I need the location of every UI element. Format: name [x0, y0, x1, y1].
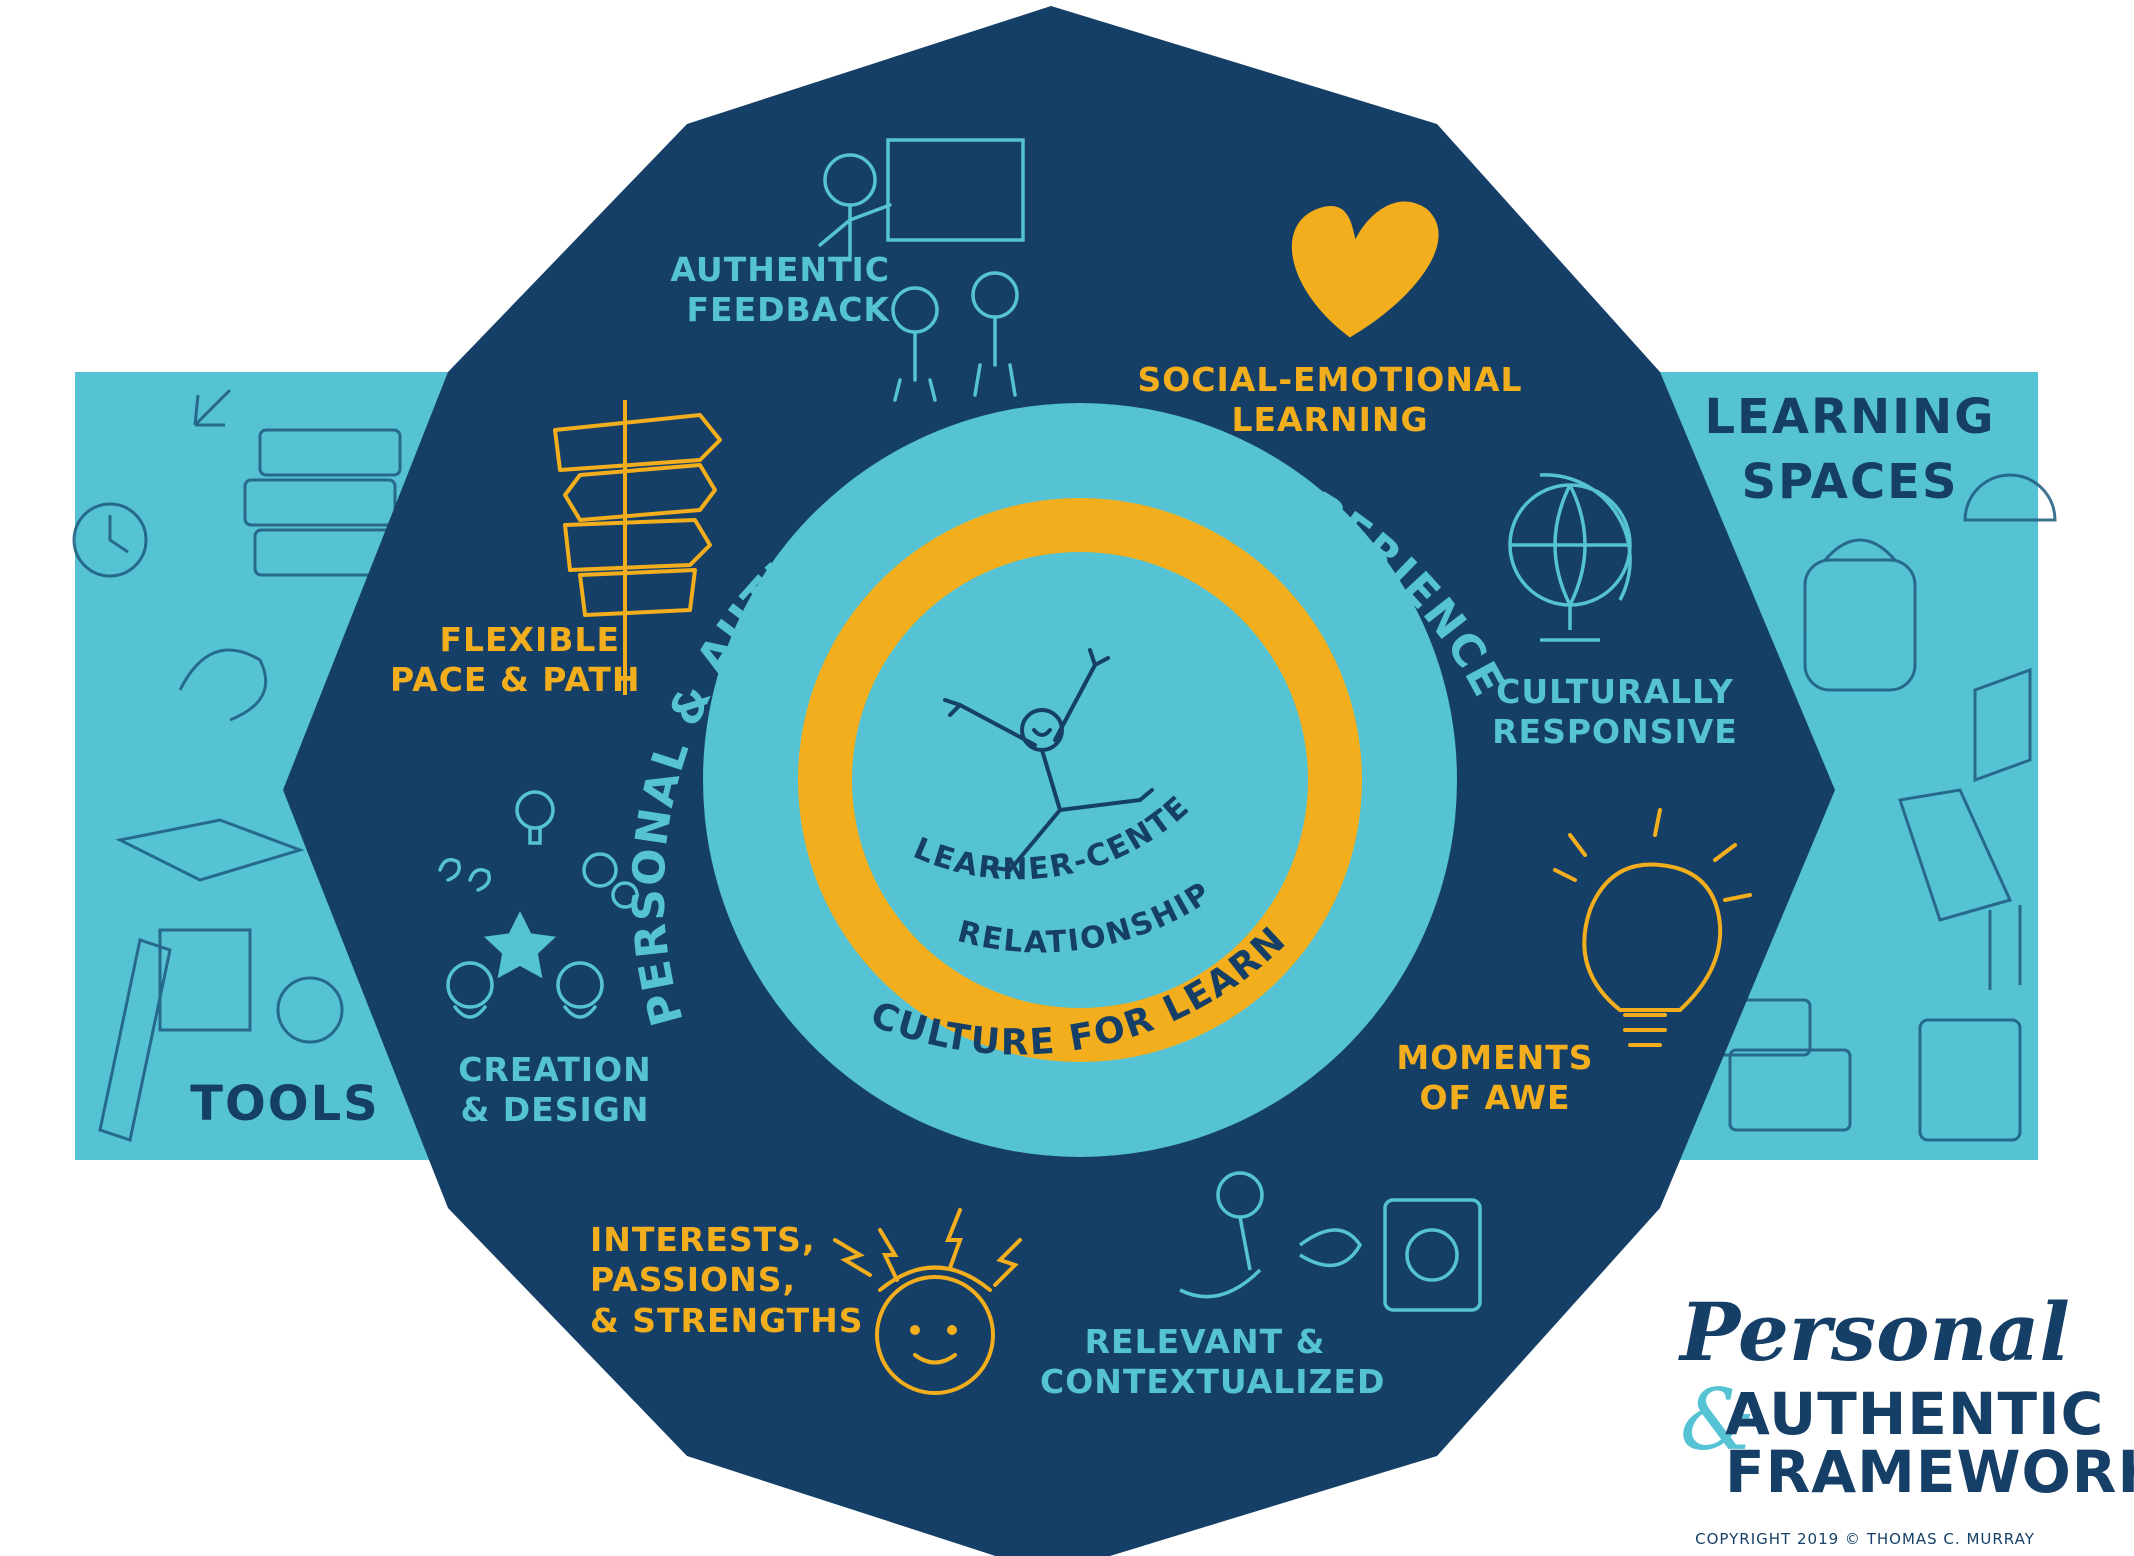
learner-core: [852, 552, 1308, 1008]
relevant-contextualized-label: RELEVANT & CONTEXTUALIZED: [1040, 1322, 1386, 1403]
tools-doodles-icon: [72, 388, 402, 1142]
lightbulb-icon: [1553, 808, 1752, 1047]
authentic-feedback-line1: AUTHENTIC: [670, 250, 890, 289]
creation-design-label: CREATION & DESIGN: [445, 1050, 665, 1131]
learning-spaces-label: LEARNING SPACES: [1690, 388, 2010, 511]
social-emotional-label: SOCIAL-EMOTIONAL LEARNING: [1120, 360, 1540, 441]
plug-and-socket-icon: [1179, 1171, 1482, 1312]
flexible-pace-label: FLEXIBLE PACE & PATH: [390, 620, 641, 701]
presenter-with-board-icon: [818, 138, 1025, 402]
logo-title: AUTHENTIC FRAMEWORK: [1725, 1380, 2134, 1506]
learning-spaces-line2: SPACES: [1741, 453, 1959, 510]
learning-spaces-line1: LEARNING: [1704, 389, 1996, 445]
spaces-doodles-icon: [1698, 473, 2057, 1142]
social-emotional-line2: LEARNING: [1231, 400, 1429, 440]
logo-line1: AUTHENTIC: [1725, 1380, 2105, 1448]
lightning-head-icon: [833, 1208, 1022, 1395]
authentic-feedback-label: AUTHENTIC FEEDBACK: [600, 250, 890, 331]
logo-script-word: Personal: [1680, 1285, 2070, 1379]
copyright-text: COPYRIGHT 2019 © THOMAS C. MURRAY: [1695, 1530, 2035, 1548]
flexible-pace-line1: FLEXIBLE: [439, 620, 620, 659]
relevant-contextualized-line1: RELEVANT &: [1084, 1322, 1326, 1361]
relevant-contextualized-line2: CONTEXTUALIZED: [1040, 1362, 1386, 1402]
moments-of-awe-line2: OF AWE: [1419, 1078, 1571, 1118]
globe-icon: [1508, 473, 1632, 642]
culturally-responsive-label: CULTURALLY RESPONSIVE: [1490, 672, 1740, 753]
interests-passions-label: INTERESTS, PASSIONS, & STRENGTHS: [590, 1220, 864, 1341]
flexible-pace-line2: PACE & PATH: [390, 660, 641, 700]
tools-label: TOOLS: [190, 1076, 380, 1132]
interests-passions-line3: & STRENGTHS: [590, 1300, 864, 1340]
interests-passions-line2: PASSIONS,: [590, 1260, 797, 1300]
collaborating-kids-icon: [438, 790, 639, 1019]
signpost-icon: [553, 400, 722, 695]
culturally-responsive-line2: RESPONSIVE: [1492, 712, 1738, 752]
moments-of-awe-line1: MOMENTS: [1396, 1038, 1594, 1077]
social-emotional-line1: SOCIAL-EMOTIONAL: [1137, 360, 1523, 399]
jumping-learner-icon: [943, 648, 1154, 873]
logo-line2: FRAMEWORK: [1725, 1438, 2134, 1506]
authentic-feedback-line2: FEEDBACK: [686, 290, 890, 330]
moments-of-awe-label: MOMENTS OF AWE: [1390, 1038, 1600, 1119]
creation-design-line1: CREATION: [458, 1050, 652, 1089]
culturally-responsive-line1: CULTURALLY: [1496, 672, 1734, 711]
heart-icon: [1292, 201, 1439, 338]
logo-ampersand: &: [1680, 1371, 1755, 1469]
creation-design-line2: & DESIGN: [460, 1090, 650, 1130]
interests-passions-line1: INTERESTS,: [590, 1220, 816, 1259]
